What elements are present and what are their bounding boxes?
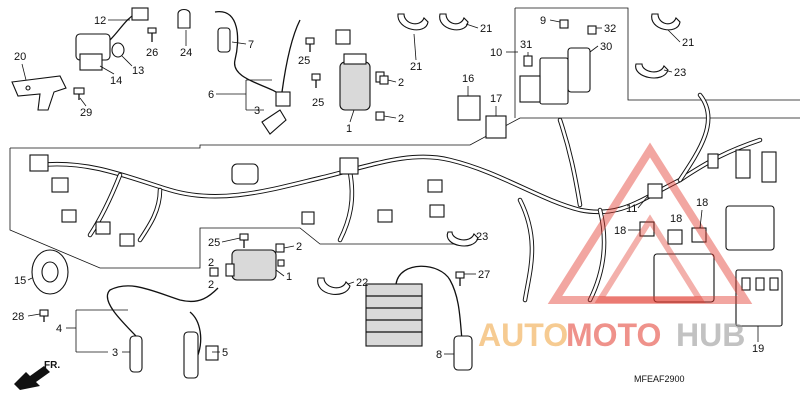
callout-25: 25	[298, 55, 310, 67]
part-4-ignition-cord-lower	[106, 285, 219, 379]
callout-7: 7	[248, 39, 254, 51]
callout-14: 14	[110, 75, 122, 87]
part-17-relay	[485, 115, 507, 139]
front-direction-arrow	[14, 366, 50, 390]
callout-2-c: 2	[296, 241, 302, 253]
callout-2-d: 2	[208, 257, 214, 269]
callout-1: 1	[346, 123, 352, 135]
callout-21: 21	[410, 61, 422, 73]
callout-15: 15	[14, 275, 26, 287]
unit-module-center	[653, 253, 715, 303]
callout-5: 5	[222, 347, 228, 359]
part-9-fuse	[559, 19, 569, 29]
part-15-horn	[31, 249, 69, 295]
part-13-grommet	[111, 42, 125, 58]
part-32-fuse	[587, 25, 597, 35]
part-2-nut-lower	[277, 259, 285, 267]
callout-28: 28	[12, 311, 24, 323]
callout-13: 13	[132, 65, 144, 77]
callout-16: 16	[462, 73, 474, 85]
part-22-band	[317, 277, 351, 295]
regulator-rectifier	[365, 265, 463, 347]
callout-21-c: 21	[682, 37, 694, 49]
part-21-bands	[397, 13, 681, 31]
part-26-screw	[147, 27, 157, 42]
group-frame-harness	[10, 117, 800, 149]
callout-19: 19	[752, 343, 764, 355]
callout-17: 17	[490, 93, 502, 105]
callout-10: 10	[490, 47, 502, 59]
callout-18: 18	[670, 213, 682, 225]
part-10-fuse-box	[519, 57, 569, 105]
part-1-ignition-coil-lower	[209, 233, 285, 281]
callout-8: 8	[436, 349, 442, 361]
callout-3-b: 3	[112, 347, 118, 359]
callout-25-b: 25	[312, 97, 324, 109]
front-marker-label: FR.	[44, 360, 60, 371]
part-28-bolt	[39, 309, 49, 322]
part-24-clip	[177, 8, 191, 29]
callout-1-b: 1	[286, 271, 292, 283]
callout-25-c: 25	[208, 237, 220, 249]
part-16-relay	[457, 95, 481, 121]
callout-18-b: 18	[614, 225, 626, 237]
watermark-auto: AUTO	[478, 317, 568, 353]
watermark: AUTO MOTO HUB	[478, 142, 753, 353]
callout-12: 12	[94, 15, 106, 27]
callout-23-b: 23	[476, 231, 488, 243]
part-25-bolts	[305, 37, 321, 88]
callout-3: 3	[254, 105, 260, 117]
part-27-bolt	[455, 271, 465, 286]
callout-23: 23	[674, 67, 686, 79]
callout-24: 24	[180, 47, 192, 59]
part-19-fuse-box	[735, 269, 783, 327]
part-23-band	[446, 63, 669, 247]
group-frame-harness-lower	[9, 148, 470, 269]
callout-32: 32	[604, 23, 616, 35]
part-20-bracket	[11, 75, 67, 111]
watermark-moto: MOTO	[566, 317, 661, 353]
callout-31: 31	[520, 39, 532, 51]
callout-2: 2	[398, 77, 404, 89]
main-wire-harness	[37, 92, 763, 303]
part-8-sensor	[453, 335, 473, 371]
callout-20: 20	[14, 51, 26, 63]
part-29-bolt	[73, 87, 85, 100]
group-frame-relay	[515, 7, 800, 101]
part-30-fuse-box-cover	[567, 47, 591, 93]
callout-29: 29	[80, 107, 92, 119]
part-2-nuts	[375, 75, 389, 121]
part-11-relay	[647, 183, 663, 199]
drawing-code: MFEAF2900	[634, 374, 685, 384]
watermark-hub: HUB	[676, 317, 745, 353]
callout-30: 30	[600, 41, 612, 53]
callout-18-c: 18	[696, 197, 708, 209]
callout-21-b: 21	[480, 23, 492, 35]
part-31-fuse	[523, 55, 533, 67]
harness-connectors	[29, 149, 777, 247]
callouts: 12 20 29 14 13 26 24 7 6 3 25 25 1	[12, 15, 764, 361]
callout-11: 11	[626, 203, 637, 215]
callout-27: 27	[478, 269, 490, 281]
part-18-relays	[639, 221, 707, 245]
part-14-control-module	[75, 7, 149, 71]
part-6-ignition-cord	[214, 11, 301, 135]
callout-6: 6	[208, 89, 214, 101]
callout-2-e: 2	[208, 279, 214, 291]
callout-9: 9	[540, 15, 546, 27]
callout-4: 4	[56, 323, 62, 335]
callout-2-b: 2	[398, 113, 404, 125]
callout-26: 26	[146, 47, 158, 59]
relay-box-cover	[725, 205, 775, 251]
part-1-ignition-coil	[335, 29, 385, 111]
callout-22: 22	[356, 277, 368, 289]
